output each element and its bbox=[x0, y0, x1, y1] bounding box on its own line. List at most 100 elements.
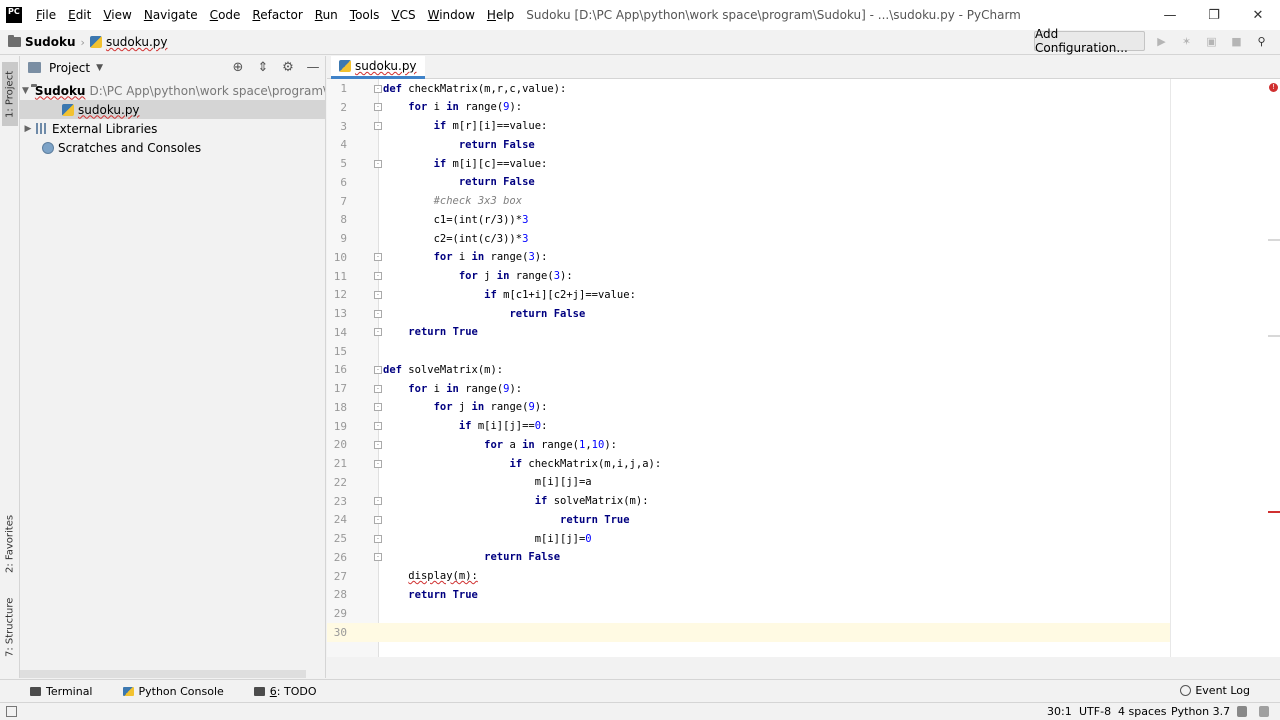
code-line[interactable]: 5- if m[i][c]==value: bbox=[327, 154, 1170, 173]
code-line[interactable]: 28 return True bbox=[327, 585, 1170, 604]
breadcrumb-file[interactable]: sudoku.py bbox=[105, 35, 168, 49]
terminal-tab[interactable]: Terminal bbox=[20, 685, 103, 698]
menu-refactor[interactable]: Refactor bbox=[252, 8, 303, 22]
fold-marker-icon[interactable]: - bbox=[374, 553, 382, 562]
code-line[interactable]: 23- if solveMatrix(m): bbox=[327, 492, 1170, 511]
code-line[interactable]: 16-def solveMatrix(m): bbox=[327, 360, 1170, 379]
code-line[interactable]: 20- for a in range(1,10): bbox=[327, 435, 1170, 454]
fold-marker-icon[interactable]: - bbox=[374, 103, 382, 112]
code-line[interactable]: 25- m[i][j]=0 bbox=[327, 529, 1170, 548]
search-everywhere-icon[interactable]: ⚲ bbox=[1257, 34, 1266, 48]
menu-view[interactable]: View bbox=[103, 8, 132, 22]
fold-marker-icon[interactable]: - bbox=[374, 272, 382, 280]
expand-arrow-icon[interactable]: ▼ bbox=[22, 85, 29, 96]
fold-marker-icon[interactable]: - bbox=[374, 403, 382, 412]
expand-arrow-icon[interactable]: ▶ bbox=[24, 123, 32, 134]
event-log-tab[interactable]: Event Log bbox=[1180, 684, 1250, 697]
code-editor[interactable]: 1-def checkMatrix(m,r,c,value):2- for i … bbox=[327, 79, 1280, 657]
code-line[interactable]: 7 #check 3x3 box bbox=[327, 192, 1170, 211]
code-line[interactable]: 12- if m[c1+i][c2+j]==value: bbox=[327, 285, 1170, 304]
code-line[interactable]: 21- if checkMatrix(m,i,j,a): bbox=[327, 454, 1170, 473]
fold-marker-icon[interactable]: - bbox=[374, 159, 382, 168]
tab-sudoku-py[interactable]: sudoku.py bbox=[331, 56, 425, 79]
menu-help[interactable]: Help bbox=[486, 8, 515, 22]
tree-item-scratches[interactable]: Scratches and Consoles bbox=[20, 138, 325, 157]
collapse-all-icon[interactable]: ⇕ bbox=[257, 59, 269, 75]
fold-marker-icon[interactable]: - bbox=[374, 534, 382, 543]
code-line[interactable]: 1-def checkMatrix(m,r,c,value): bbox=[327, 79, 1170, 98]
coverage-icon[interactable]: ▣ bbox=[1206, 34, 1217, 48]
stop-icon[interactable]: ■ bbox=[1231, 34, 1242, 48]
code-line[interactable]: 19- if m[i][j]==0: bbox=[327, 417, 1170, 436]
project-title[interactable]: Project bbox=[49, 60, 91, 75]
fold-marker-icon[interactable]: - bbox=[374, 84, 382, 93]
code-line[interactable]: 15 bbox=[327, 342, 1170, 361]
code-line[interactable]: 18- for j in range(9): bbox=[327, 398, 1170, 417]
menu-tools[interactable]: Tools bbox=[349, 8, 380, 22]
hide-icon[interactable]: — bbox=[306, 59, 320, 75]
tab-favorites[interactable]: 2: Favorites bbox=[4, 514, 16, 574]
fold-marker-icon[interactable]: - bbox=[374, 253, 382, 262]
fold-marker-icon[interactable]: - bbox=[374, 122, 382, 130]
fold-marker-icon[interactable]: - bbox=[374, 440, 382, 449]
fold-marker-icon[interactable]: - bbox=[374, 384, 382, 393]
menu-code[interactable]: Code bbox=[209, 8, 241, 22]
indent-setting[interactable]: 4 spaces bbox=[1118, 705, 1167, 718]
fold-marker-icon[interactable]: - bbox=[374, 365, 382, 374]
caret-position[interactable]: 30:1 bbox=[1047, 705, 1072, 718]
python-console-tab[interactable]: Python Console bbox=[113, 685, 234, 698]
add-configuration-button[interactable]: Add Configuration... bbox=[1034, 27, 1145, 55]
menu-vcs[interactable]: VCS bbox=[391, 8, 416, 22]
notifications-icon[interactable] bbox=[1259, 706, 1269, 717]
minimize-icon[interactable]: — bbox=[1163, 7, 1177, 23]
menu-window[interactable]: Window bbox=[427, 8, 475, 22]
code-line[interactable]: 3- if m[r][i]==value: bbox=[327, 117, 1170, 136]
code-line[interactable]: 11- for j in range(3): bbox=[327, 267, 1170, 286]
code-line[interactable]: 24- return True bbox=[327, 510, 1170, 529]
horizontal-scrollbar[interactable] bbox=[20, 670, 306, 678]
breadcrumb-project[interactable]: Sudoku bbox=[25, 35, 76, 49]
error-indicator-icon[interactable]: ! bbox=[1269, 83, 1278, 92]
run-icon[interactable]: ▶ bbox=[1157, 34, 1166, 48]
tab-structure[interactable]: 7: Structure bbox=[4, 597, 16, 657]
lock-icon[interactable] bbox=[1237, 706, 1247, 717]
fold-marker-icon[interactable]: - bbox=[374, 497, 382, 505]
stripe-mark[interactable] bbox=[1268, 239, 1280, 241]
code-line[interactable]: 26- return False bbox=[327, 548, 1170, 567]
restore-icon[interactable]: ❐ bbox=[1208, 7, 1220, 23]
tree-item-external-libraries[interactable]: ▶ External Libraries bbox=[20, 119, 325, 138]
code-line[interactable]: 2- for i in range(9): bbox=[327, 98, 1170, 117]
code-line[interactable]: 9 c2=(int(c/3))*3 bbox=[327, 229, 1170, 248]
tree-item-root[interactable]: ▼ Sudoku D:\PC App\python\work space\pro… bbox=[20, 81, 325, 100]
tree-item-file[interactable]: sudoku.py bbox=[20, 100, 325, 119]
close-icon[interactable]: ✕ bbox=[1252, 7, 1264, 23]
fold-marker-icon[interactable]: - bbox=[374, 515, 382, 524]
stripe-mark[interactable] bbox=[1268, 511, 1280, 513]
error-stripe[interactable]: ! bbox=[1268, 79, 1280, 657]
fold-marker-icon[interactable]: - bbox=[374, 290, 382, 299]
code-line[interactable]: 17- for i in range(9): bbox=[327, 379, 1170, 398]
code-line[interactable]: 29 bbox=[327, 604, 1170, 623]
todo-tab[interactable]: 6: TODO bbox=[244, 685, 327, 698]
code-line[interactable]: 6 return False bbox=[327, 173, 1170, 192]
fold-marker-icon[interactable]: - bbox=[374, 309, 382, 318]
python-interpreter[interactable]: Python 3.7 bbox=[1171, 705, 1231, 718]
fold-marker-icon[interactable]: - bbox=[374, 459, 382, 468]
debug-icon[interactable]: ✶ bbox=[1181, 34, 1192, 48]
chevron-down-icon[interactable]: ▼ bbox=[96, 62, 103, 73]
line-number-gutter[interactable] bbox=[327, 79, 379, 657]
menu-navigate[interactable]: Navigate bbox=[143, 8, 198, 22]
tab-project[interactable]: 1: Project bbox=[2, 62, 18, 126]
gear-icon[interactable]: ⚙ bbox=[282, 59, 294, 75]
code-line[interactable]: 4 return False bbox=[327, 135, 1170, 154]
fold-marker-icon[interactable]: - bbox=[374, 328, 382, 337]
menu-edit[interactable]: Edit bbox=[68, 8, 92, 22]
stripe-mark[interactable] bbox=[1268, 335, 1280, 337]
code-line[interactable]: 8 c1=(int(r/3))*3 bbox=[327, 210, 1170, 229]
locate-icon[interactable]: ⊕ bbox=[232, 59, 244, 75]
code-line[interactable]: 27 display(m): bbox=[327, 567, 1170, 586]
tool-windows-toggle-icon[interactable] bbox=[6, 706, 17, 717]
code-line[interactable]: 10- for i in range(3): bbox=[327, 248, 1170, 267]
code-line[interactable]: 30 bbox=[327, 622, 1170, 642]
menu-file[interactable]: File bbox=[36, 8, 57, 22]
